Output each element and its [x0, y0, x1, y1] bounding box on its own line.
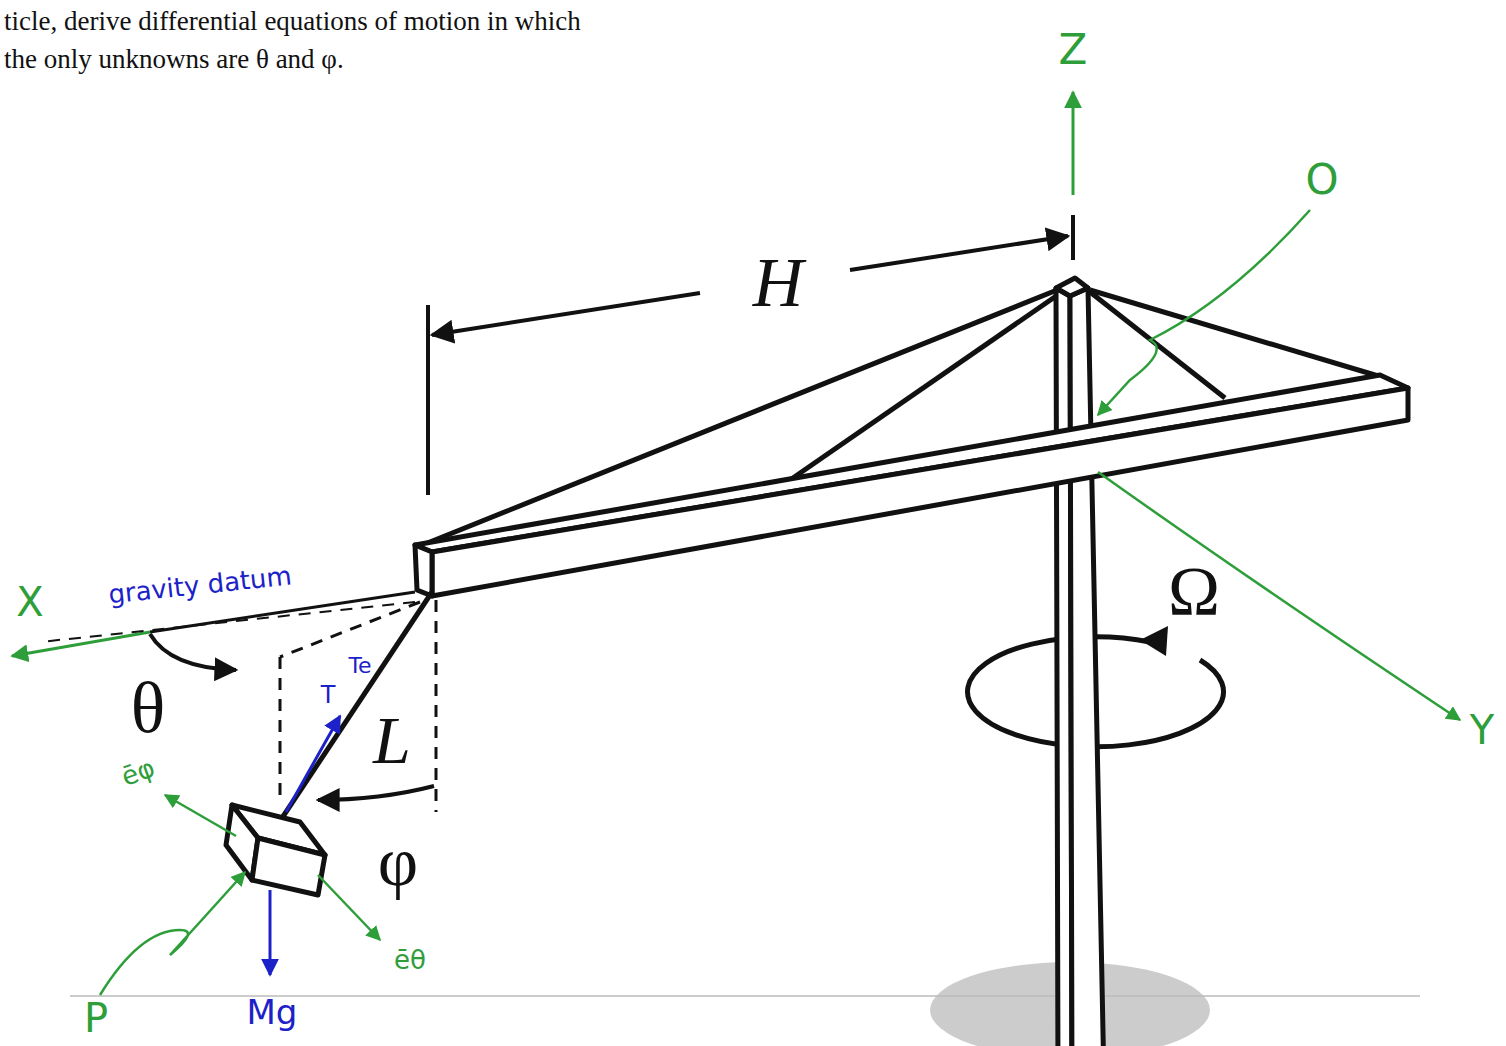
unit-vector-label: ēφ: [118, 754, 158, 790]
dimension-arrow: [850, 236, 1068, 270]
length-label: L: [373, 706, 411, 774]
rotation-label: Ω: [1168, 557, 1220, 627]
x-axis: [12, 632, 150, 656]
z-axis: [1072, 92, 1075, 195]
leader-line: [1098, 472, 1460, 720]
angle-arc: [150, 634, 236, 670]
axis-label: Y: [1470, 710, 1494, 750]
angle-label: θ: [131, 672, 166, 744]
axis-label: X: [16, 582, 43, 622]
axis-label: Z: [1059, 29, 1088, 71]
problem-text: the only unknowns are θ and φ.: [4, 46, 344, 73]
force-label: Mg: [247, 995, 298, 1029]
datum-dashed: [40, 602, 415, 642]
rope: [282, 592, 432, 818]
jib-top: [415, 375, 1408, 552]
unit-vector: [165, 795, 236, 836]
tie-line: [1090, 290, 1385, 378]
projection-line: [280, 602, 420, 657]
load-box: [226, 805, 325, 895]
leader-line: [100, 872, 245, 995]
problem-text: ticle, derive differential equations of …: [4, 8, 581, 35]
jib-face: [432, 388, 1408, 596]
jib-end: [415, 545, 432, 596]
force-label: Te: [348, 655, 371, 677]
angle-arc: [318, 786, 434, 800]
mast: [1056, 278, 1104, 1046]
tension-arrow: [286, 716, 340, 812]
unit-vector: [318, 875, 380, 940]
mast-face: [1070, 288, 1104, 1046]
dimension-arrow: [432, 293, 700, 335]
weight-arrow: [269, 890, 272, 975]
dimension-line: [426, 305, 430, 495]
unit-vector-label: ēθ: [394, 947, 426, 973]
mast-top: [1056, 278, 1088, 296]
dimension-label: H: [753, 248, 804, 318]
arrowhead: [1140, 626, 1168, 656]
point-label: P: [84, 998, 108, 1038]
dimension-line: [1071, 215, 1075, 260]
datum-label: gravity datum: [107, 562, 293, 607]
vertical-reference: [435, 600, 438, 812]
point-label: O: [1305, 159, 1338, 201]
projection-line: [279, 657, 282, 800]
jib: [415, 375, 1408, 596]
force-label: T: [321, 683, 336, 707]
box-face: [252, 838, 325, 895]
leader-line: [1098, 210, 1310, 415]
angle-label: φ: [378, 827, 418, 897]
